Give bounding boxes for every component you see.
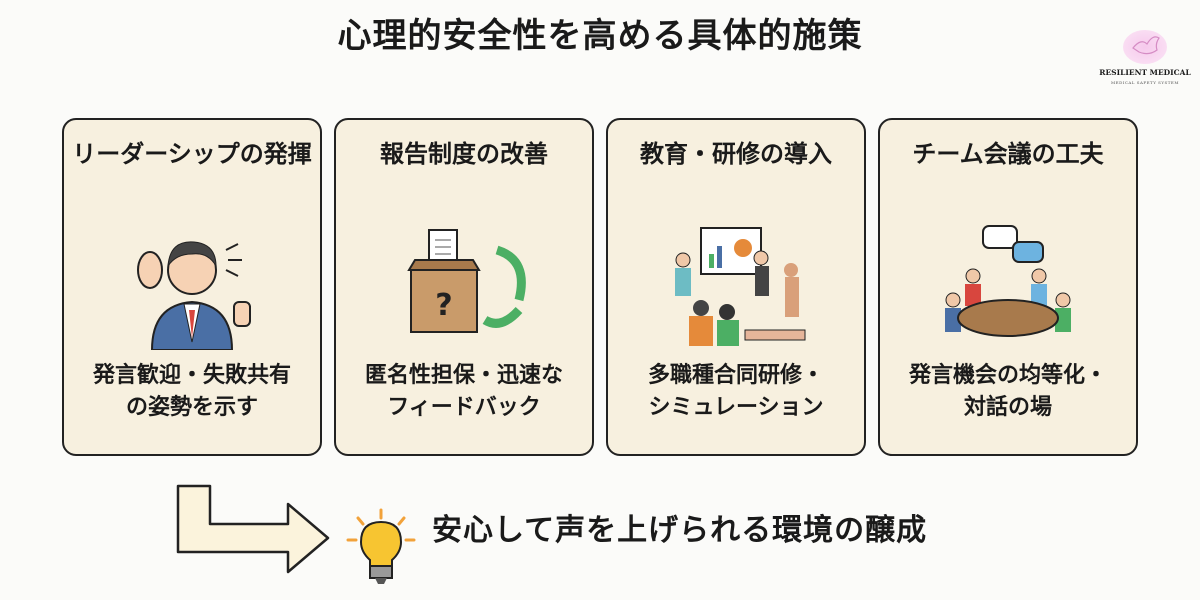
anonymous-report-box-icon: ? [336, 210, 592, 360]
card-desc-line2: の姿勢を示す [125, 395, 258, 420]
outcome-text: 安心して声を上げられる環境の醸成 [432, 513, 928, 548]
card-title: 報告制度の改善 [380, 140, 548, 168]
card-training: 教育・研修の導入 多職種合同研修・シミュレーション [606, 118, 866, 456]
card-desc-line2: フィードバック [387, 395, 541, 420]
logo-subtitle: MEDICAL SAFETY SYSTEM [1111, 80, 1179, 85]
lightbulb-icon [346, 508, 416, 584]
card-desc-line2: 対話の場 [963, 395, 1052, 420]
leader-listening-icon [64, 210, 320, 360]
team-meeting-icon [880, 210, 1136, 360]
card-leadership: リーダーシップの発揮 発言歓迎・失敗共有の姿勢を示す [62, 118, 322, 456]
card-desc-line1: 匿名性担保・迅速な [364, 363, 563, 388]
bent-arrow-icon [176, 484, 330, 574]
card-desc-line2: シミュレーション [648, 395, 824, 420]
card-desc-line1: 発言機会の均等化・ [908, 363, 1107, 388]
logo-name: RESILIENT MEDICAL [1099, 68, 1191, 77]
card-title: 教育・研修の導入 [640, 140, 832, 168]
card-desc-line1: 多職種合同研修・ [647, 363, 824, 388]
svg-text:?: ? [435, 288, 452, 323]
card-title: チーム会議の工夫 [912, 140, 1104, 168]
card-desc-line1: 発言歓迎・失敗共有 [92, 363, 291, 388]
page-title: 心理的安全性を高める具体的施策 [337, 16, 863, 56]
card-reporting: 報告制度の改善 ? 匿名性担保・迅速なフィードバック [334, 118, 594, 456]
logo: RESILIENT MEDICAL MEDICAL SAFETY SYSTEM [1090, 30, 1200, 85]
card-title: リーダーシップの発揮 [72, 140, 312, 168]
training-session-icon [608, 210, 864, 360]
dove-icon [1123, 30, 1167, 64]
card-team-meeting: チーム会議の工夫 発言機会の均等化・対話の場 [878, 118, 1138, 456]
